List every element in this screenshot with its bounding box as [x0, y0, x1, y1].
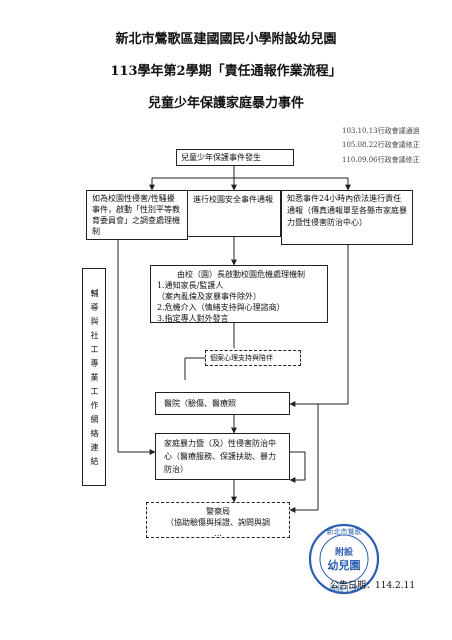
- event-box: 兒童少年保護事件發生: [176, 149, 294, 166]
- seal-bottom-text: 國民小學: [330, 584, 358, 593]
- crisis-line-3: 2.危機介入（情緒支持與心理諮商）: [157, 303, 285, 312]
- prevention-center-box: 家庭暴力暨（及）性侵害防治中心（醫療服務、保護扶助、暴力防治）: [155, 433, 290, 480]
- report-24h-box: 知悉事件24小時內依法進行責任通報（傳真通報單至各縣市家庭暴力暨性侵害防治中心）: [281, 190, 413, 245]
- seal-mid-text: 附設: [335, 546, 354, 558]
- crisis-line-0: 由校（園）長啟動校園危機處理機制: [177, 270, 305, 279]
- hospital-box: 醫院（驗傷、醫療照: [155, 392, 290, 415]
- semester-title: 113學年第2學期「責任通報作業流程」: [110, 64, 342, 79]
- school-seal-stamp: 新北市鶯歌 附設 幼兒園 國民小學: [308, 523, 380, 595]
- network-side-label: 輔導與社工專業工作網絡連結: [82, 268, 106, 486]
- school-title: 新北市鶯歌區建國國民小學附設幼兒園: [115, 32, 337, 47]
- crisis-line-1: 1.通知家長/監護人: [157, 281, 224, 290]
- crisis-line-4: 3.指定專人對外發言: [157, 314, 229, 323]
- police-line-2: …: [214, 529, 222, 538]
- document-subtitle: 兒童少年保護家庭暴力事件: [147, 96, 304, 111]
- police-line-1: （協助驗傷與採證、詢問與調: [166, 518, 270, 527]
- revision-note-2: 105.08.22行政會議修正: [342, 141, 420, 149]
- gender-equity-box: 如為校園性侵害/性騷擾事件，啟動「性別平等教育委員會」之調查處理機制: [86, 190, 188, 240]
- seal-main-text: 幼兒園: [328, 558, 361, 572]
- crisis-mechanism-box: 由校（園）長啟動校園危機處理機制 1.通知家長/監護人 （案內亂倫及家暴事件除外…: [150, 265, 328, 323]
- announcement-date: 公告日期：114.2.11: [330, 581, 416, 591]
- revision-note-3: 110.09.06行政會議修正: [342, 156, 420, 164]
- seal-top-text: 新北市鶯歌: [327, 527, 362, 536]
- crisis-line-2: （案內亂倫及家暴事件除外）: [157, 292, 261, 301]
- police-box: 警察局 （協助驗傷與採證、詢問與調 …: [146, 502, 290, 538]
- revision-note-1: 103.10.13行政會議通過: [342, 127, 420, 135]
- counsel-box: 個案心理支持與陪伴: [205, 350, 301, 366]
- police-line-0: 警察局: [206, 507, 230, 516]
- campus-safety-box: 進行校園安全事件通報: [187, 190, 281, 237]
